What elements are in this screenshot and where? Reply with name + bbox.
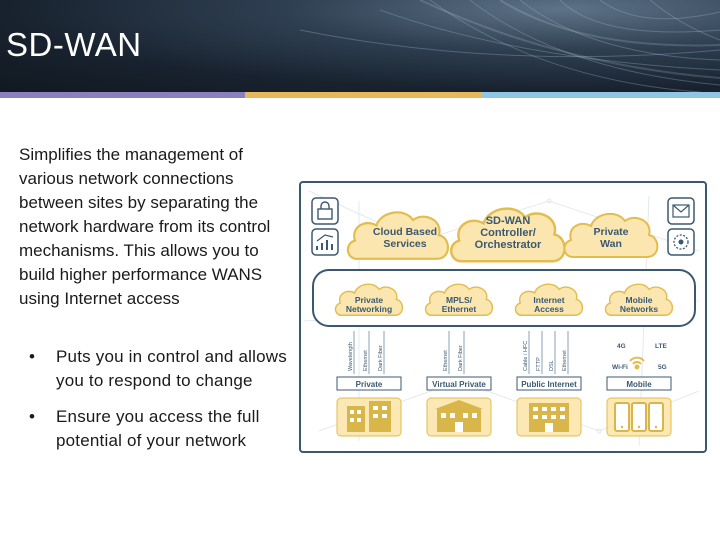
private-site-building-icon [336,397,402,437]
svg-text:Private: Private [356,380,383,389]
svg-text:Wan: Wan [600,238,622,250]
cloud-based-services-cloud: Cloud Based Services [346,211,450,260]
bullet-text: Ensure you access the full potential of … [56,407,260,450]
public-internet-site-building-icon [516,397,582,437]
title-banner: SD-WAN [0,0,720,92]
accent-stripe-blue [482,92,720,98]
site-label-public-internet: Public Internet [516,376,582,391]
svg-text:Cloud Based: Cloud Based [373,226,437,238]
svg-text:Mobile: Mobile [626,380,652,389]
site-label-private: Private [336,376,402,391]
svg-text:Wi-Fi: Wi-Fi [612,364,628,371]
svg-text:Controller/: Controller/ [480,227,536,239]
bullet-text: Puts you in control and allows you to re… [56,347,287,390]
svg-text:Networking: Networking [346,304,392,314]
sd-wan-controller-cloud: SD-WAN Controller/ Orchestrator [449,207,566,263]
accent-stripe-purple [0,92,245,98]
link-lines [353,331,569,374]
svg-text:Private: Private [593,226,628,238]
mpls-ethernet-cloud: MPLS/ Ethernet [424,283,494,317]
chart-icon [311,228,339,256]
svg-text:5G: 5G [658,364,667,371]
svg-text:MPLS/: MPLS/ [446,295,473,305]
svg-text:Virtual Private: Virtual Private [432,380,486,389]
mobile-link-labels: 4G LTE Wi-Fi 5G [612,343,667,371]
svg-text:Dark Fiber: Dark Fiber [378,345,384,371]
svg-text:Services: Services [383,238,426,250]
svg-text:DSL: DSL [549,360,555,371]
mail-icon [667,197,695,225]
bullet-icon: • [29,407,36,426]
private-networking-cloud: Private Networking [334,283,404,317]
network-band [312,269,696,327]
slide-title: SD-WAN [6,26,142,63]
svg-text:Ethernet: Ethernet [363,350,369,371]
fiber-background [299,0,720,92]
svg-text:Cable / HFC: Cable / HFC [523,341,529,371]
svg-text:Wavelength: Wavelength [348,342,354,371]
svg-text:Private: Private [355,295,384,305]
virtual-private-site-building-icon [426,397,492,437]
svg-text:Ethernet: Ethernet [442,304,477,314]
internet-access-cloud: Internet Access [514,283,584,317]
svg-text:Ethernet: Ethernet [562,350,568,371]
bullet-icon: • [29,347,36,366]
svg-text:LTE: LTE [655,343,667,350]
svg-text:FTTP: FTTP [536,357,542,371]
bullet-item: • Ensure you access the full potential of… [29,405,294,453]
mobile-networks-cloud: Mobile Networks [604,283,674,317]
svg-text:Dark Fiber: Dark Fiber [458,345,464,371]
svg-text:Orchestrator: Orchestrator [475,239,542,251]
lock-icon [311,197,339,225]
svg-text:4G: 4G [617,343,626,350]
accent-stripe-gold [245,92,482,98]
mobile-devices-icon [606,397,672,437]
bullet-list: • Puts you in control and allows you to r… [29,345,294,465]
site-label-virtual-private: Virtual Private [426,376,492,391]
settings-icon [667,228,695,256]
wifi-icon [629,356,645,370]
sd-wan-diagram: Cloud Based Services SD-WAN Controller/ … [299,181,707,453]
svg-text:Ethernet: Ethernet [443,350,449,371]
bullet-item: • Puts you in control and allows you to r… [29,345,294,393]
svg-text:Networks: Networks [620,304,659,314]
link-labels: Wavelength Ethernet Dark Fiber Ethernet … [348,341,568,371]
private-wan-cloud: Private Wan [563,212,659,259]
svg-text:Mobile: Mobile [626,295,653,305]
svg-text:Access: Access [534,304,564,314]
svg-text:SD-WAN: SD-WAN [486,215,531,227]
svg-text:Public Internet: Public Internet [521,380,577,389]
svg-text:Internet: Internet [533,295,564,305]
intro-paragraph: Simplifies the management of various net… [19,145,271,308]
site-label-mobile: Mobile [606,376,672,391]
